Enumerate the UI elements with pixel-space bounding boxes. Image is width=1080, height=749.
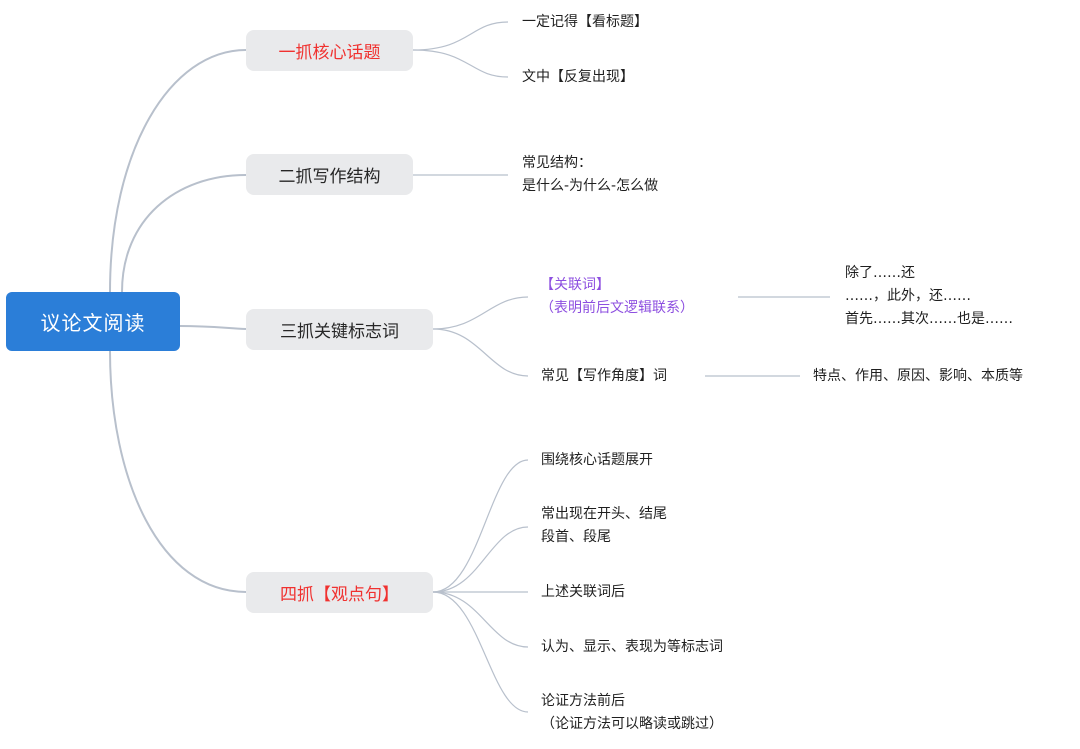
leaf-2-1[interactable]: 常见结构： 是什么-为什么-怎么做 bbox=[522, 152, 658, 198]
leaf-line: 常见结构： bbox=[522, 155, 592, 171]
leaf-3-2-examples[interactable]: 特点、作用、原因、影响、本质等 bbox=[813, 365, 1023, 388]
connector-root-branch-2 bbox=[121, 174, 247, 293]
leaf-1-1[interactable]: 一定记得【看标题】 bbox=[522, 11, 648, 34]
leaf-line: （论证方法可以略读或跳过） bbox=[541, 716, 723, 732]
leaf-line: 上述关联词后 bbox=[541, 584, 625, 600]
connector-root-branch-4 bbox=[109, 350, 247, 593]
leaf-1-2[interactable]: 文中【反复出现】 bbox=[522, 66, 634, 89]
branch-3[interactable]: 三抓关键标志词 bbox=[246, 309, 433, 350]
leaf-line: 文中【反复出现】 bbox=[522, 69, 634, 85]
leaf-4-4[interactable]: 认为、显示、表现为等标志词 bbox=[541, 636, 723, 659]
leaf-line: 是什么-为什么-怎么做 bbox=[522, 178, 659, 194]
leaf-line: 认为、显示、表现为等标志词 bbox=[541, 639, 723, 655]
leaf-line: 常见【写作角度】词 bbox=[541, 368, 667, 384]
leaf-line: 论证方法前后 bbox=[541, 693, 625, 709]
leaf-line: （表明前后文逻辑联系） bbox=[540, 300, 694, 316]
leaf-4-1[interactable]: 围绕核心话题展开 bbox=[541, 449, 653, 472]
example-line: 首先……其次……也是…… bbox=[845, 311, 1013, 327]
leaf-line: 一定记得【看标题】 bbox=[522, 14, 648, 30]
root-topic[interactable]: 议论文阅读 bbox=[6, 292, 180, 351]
leaf-4-2[interactable]: 常出现在开头、结尾 段首、段尾 bbox=[541, 503, 667, 549]
connector-root-branch-1 bbox=[109, 49, 247, 293]
branch-1[interactable]: 一抓核心话题 bbox=[246, 30, 413, 71]
connector-root-branch-3 bbox=[179, 325, 247, 330]
leaf-4-5[interactable]: 论证方法前后 （论证方法可以略读或跳过） bbox=[541, 690, 723, 736]
leaf-3-1[interactable]: 【关联词】 （表明前后文逻辑联系） bbox=[540, 274, 694, 320]
leaf-line: 常出现在开头、结尾 bbox=[541, 506, 667, 522]
example-line: ……，此外，还…… bbox=[845, 288, 971, 304]
leaf-3-2[interactable]: 常见【写作角度】词 bbox=[541, 365, 667, 388]
example-line: 除了……还 bbox=[845, 265, 915, 281]
branch-4[interactable]: 四抓【观点句】 bbox=[246, 572, 433, 613]
leaf-line: 围绕核心话题展开 bbox=[541, 452, 653, 468]
branch-2[interactable]: 二抓写作结构 bbox=[246, 154, 413, 195]
leaf-3-1-examples[interactable]: 除了……还 ……，此外，还…… 首先……其次……也是…… bbox=[845, 262, 1013, 331]
example-line: 特点、作用、原因、影响、本质等 bbox=[813, 368, 1023, 384]
leaf-line: 段首、段尾 bbox=[541, 529, 611, 545]
leaf-4-3[interactable]: 上述关联词后 bbox=[541, 581, 625, 604]
leaf-line: 【关联词】 bbox=[540, 277, 610, 293]
